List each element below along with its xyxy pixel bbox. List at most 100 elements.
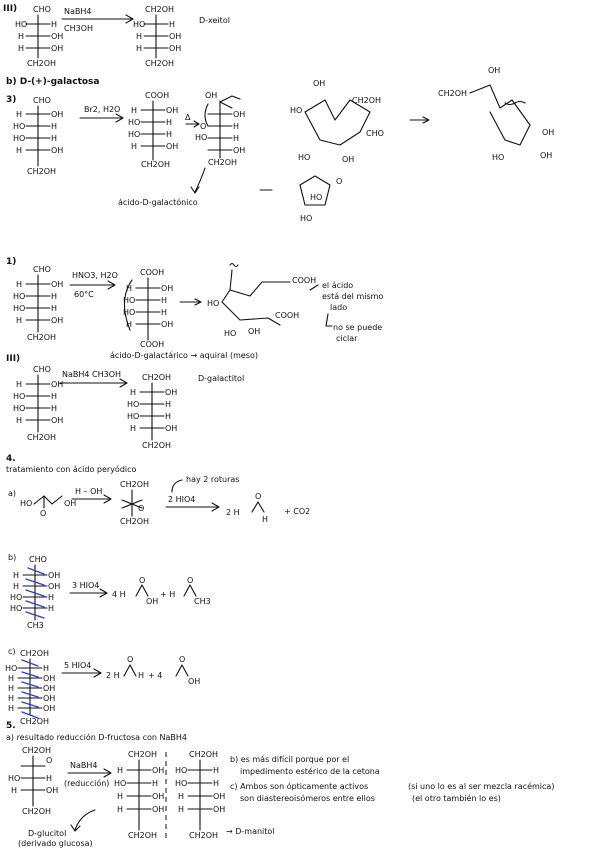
svg-text:b) es más difícil porque por e: b) es más difícil porque por el [230, 755, 349, 764]
svg-text:H: H [8, 674, 14, 683]
svg-text:HO: HO [8, 774, 20, 783]
svg-text:H: H [136, 44, 142, 53]
svg-text:OH: OH [43, 684, 55, 693]
svg-text:OH: OH [48, 582, 60, 591]
svg-text:OH: OH [43, 704, 55, 713]
svg-text:impedimento estérico de la cet: impedimento estérico de la cetona [240, 766, 380, 776]
svg-text:OH: OH [542, 128, 554, 137]
svg-text:HO: HO [15, 20, 27, 29]
svg-text:+ CO2: + CO2 [284, 507, 310, 516]
svg-text:H: H [213, 779, 219, 788]
svg-text:H: H [169, 20, 175, 29]
svg-text:H: H [161, 308, 167, 317]
svg-text:OH: OH [165, 388, 177, 397]
svg-text:H: H [165, 400, 171, 409]
svg-text:(el otro también lo es): (el otro también lo es) [412, 793, 501, 803]
svg-text:CHO: CHO [29, 555, 47, 564]
svg-text:OH: OH [233, 146, 245, 155]
svg-text:NaBH4: NaBH4 [70, 761, 97, 770]
svg-text:HO: HO [123, 308, 135, 317]
svg-text:H: H [166, 130, 172, 139]
svg-text:OH: OH [205, 91, 217, 100]
svg-text:OH: OH [152, 805, 164, 814]
svg-text:CHO: CHO [33, 96, 51, 105]
galactitol-name: D-galactitol [198, 374, 244, 383]
svg-text:HO: HO [298, 153, 310, 162]
svg-text:H: H [51, 134, 57, 143]
svg-text:5 HIO4: 5 HIO4 [64, 661, 91, 670]
svg-text:H: H [117, 792, 123, 801]
svg-text:2 HIO4: 2 HIO4 [168, 495, 195, 504]
svg-text:H: H [18, 44, 24, 53]
svg-text:H: H [51, 20, 57, 29]
acid-name: ácido-D-galactónico [118, 197, 198, 207]
svg-text:OH: OH [166, 106, 178, 115]
svg-text:el ácido: el ácido [322, 281, 353, 290]
svg-text:CH2OH: CH2OH [120, 517, 149, 526]
svg-text:HO: HO [13, 304, 25, 313]
svg-text:HO: HO [13, 392, 25, 401]
svg-text:H: H [161, 296, 167, 305]
svg-text:OH: OH [51, 110, 63, 119]
svg-text:H: H [51, 122, 57, 131]
svg-text:CH2OH: CH2OH [22, 746, 51, 755]
svg-text:H: H [16, 380, 22, 389]
svg-text:OH: OH [213, 805, 225, 814]
svg-text:H: H [43, 664, 49, 673]
svg-text:CH2OH: CH2OH [22, 807, 51, 816]
section-3-label: III) [3, 4, 17, 14]
svg-text:HO: HO [290, 106, 302, 115]
svg-text:O: O [255, 492, 261, 501]
svg-text:HO: HO [195, 133, 207, 142]
svg-text:H: H [130, 388, 136, 397]
section-5a-text: a) resultado reducción D-fructosa con Na… [6, 732, 187, 742]
svg-text:H: H [46, 774, 52, 783]
svg-text:OH: OH [165, 424, 177, 433]
reagent-temp: 60°C [74, 290, 94, 299]
svg-text:c) Ambos son ópticamente activ: c) Ambos son ópticamente activos [230, 781, 368, 791]
svg-text:OH: OH [51, 44, 63, 53]
glucitol-name: D-glucitol [28, 829, 66, 838]
svg-text:HO: HO [128, 118, 140, 127]
svg-text:H: H [8, 704, 14, 713]
svg-text:CH2OH: CH2OH [145, 5, 174, 14]
svg-text:O: O [139, 576, 145, 585]
svg-text:COOH: COOH [275, 311, 299, 320]
svg-text:H: H [166, 118, 172, 127]
svg-text:H: H [117, 766, 123, 775]
svg-text:no se puede: no se puede [333, 323, 382, 332]
svg-text:está del mismo: está del mismo [322, 292, 383, 301]
svg-text:H: H [48, 593, 54, 602]
svg-text:CHO: CHO [366, 129, 384, 138]
svg-text:H: H [8, 694, 14, 703]
svg-text:HO: HO [127, 400, 139, 409]
section-4-title: tratamiento con ácido peryódico [6, 464, 137, 474]
svg-text:H: H [136, 32, 142, 41]
svg-text:H: H [51, 392, 57, 401]
svg-text:CH2OH: CH2OH [20, 717, 49, 726]
svg-text:CH2OH: CH2OH [128, 831, 157, 840]
svg-text:OH: OH [169, 44, 181, 53]
svg-text:ciclar: ciclar [336, 334, 358, 343]
step-3-label: 3) [6, 95, 16, 105]
reagent-hno3: HNO3, H2O [72, 271, 118, 280]
svg-text:CH2OH: CH2OH [141, 160, 170, 169]
svg-text:H: H [18, 32, 24, 41]
svg-text:OH: OH [248, 327, 260, 336]
svg-text:OH: OH [342, 155, 354, 164]
svg-text:H: H [178, 792, 184, 801]
svg-text:O: O [336, 177, 342, 186]
svg-text:H: H [16, 146, 22, 155]
svg-text:H: H [152, 779, 158, 788]
svg-text:c): c) [8, 647, 16, 656]
lactone-ring [299, 175, 331, 206]
svg-text:O: O [46, 756, 52, 765]
svg-text:OH: OH [152, 766, 164, 775]
svg-text:CH2OH: CH2OH [142, 441, 171, 450]
svg-text:b): b) [8, 553, 16, 562]
svg-text:HO: HO [123, 296, 135, 305]
svg-text:hay 2 roturas: hay 2 roturas [186, 475, 239, 484]
galactaric-acid-result: ácido-D-galactárico → aquiral (meso) [110, 351, 258, 360]
svg-text:H: H [130, 424, 136, 433]
